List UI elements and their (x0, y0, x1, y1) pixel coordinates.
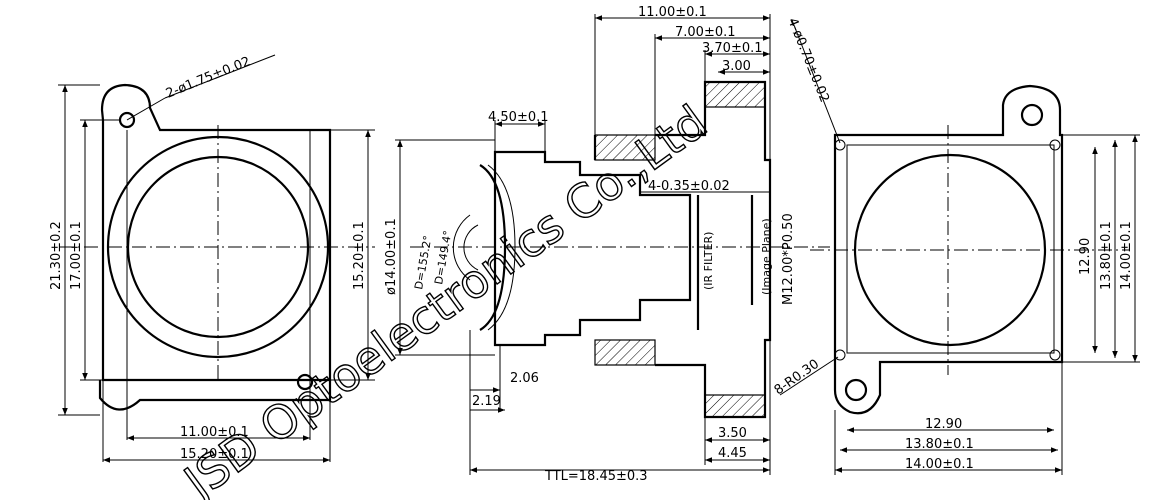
dim-diameter: ø14.00±0.1 (384, 218, 399, 295)
right-width-outer: 14.00±0.1 (905, 457, 974, 472)
left-hole-callout: 2-ø1.75±0.02 (164, 54, 253, 102)
left-height-right: 15.20±0.1 (352, 221, 367, 290)
dim-top-overall: 11.00±0.1 (638, 5, 707, 20)
holder-flange-top (704, 81, 766, 108)
left-height-outer: 21.30±0.2 (49, 221, 64, 290)
dim-top-tiny: 3.00 (722, 59, 751, 74)
right-mount-hole-bottom (844, 378, 868, 402)
left-height-inner: 17.00±0.1 (69, 221, 84, 290)
dim-206: 2.06 (510, 371, 539, 386)
thread-size: M12.00*P0.50 (781, 213, 796, 305)
right-height-mid: 13.80±0.1 (1099, 221, 1114, 290)
left-holder-bottom-ear (98, 380, 332, 411)
ir-filter-label: (IR FILTER) (702, 232, 715, 290)
dim-lens-flange: 4.50±0.1 (488, 110, 549, 125)
dim-350: 3.50 (718, 426, 747, 441)
image-plane-label: (Image Plane) (760, 218, 773, 295)
dim-top-mid: 7.00±0.1 (675, 25, 736, 40)
front-lens-dome (479, 164, 507, 331)
right-radius-callout: 8-R0.30 (772, 357, 822, 399)
right-view: 4-ø0.70±0.02 8-R0.30 12.90 13.80±0.1 14.… (772, 16, 1140, 475)
ttl-dimension: TTL=18.45±0.3 (544, 469, 648, 484)
right-height-inner: 12.90 (1078, 238, 1093, 275)
left-width-inner: 11.00±0.1 (180, 425, 249, 440)
dim-top-small: 3.70±0.1 (702, 41, 763, 56)
right-height-outer: 14.00±0.1 (1119, 221, 1134, 290)
right-width-inner: 12.90 (925, 417, 962, 432)
lens-barrel (493, 150, 692, 347)
thread-callout: 4-0.35±0.02 (648, 179, 730, 194)
holder-flange-bottom (704, 394, 766, 418)
dim-445: 4.45 (718, 446, 747, 461)
left-holder-outline (100, 83, 332, 382)
section-view: 11.00±0.1 7.00±0.1 3.70±0.1 3.00 4.50±0.… (384, 5, 830, 484)
right-mount-hole-top (1020, 103, 1044, 127)
right-width-mid: 13.80±0.1 (905, 437, 974, 452)
holder-section-bottom (594, 339, 656, 366)
right-hole-callout: 4-ø0.70±0.02 (784, 16, 832, 105)
left-width-outer: 15.20±0.1 (180, 447, 249, 462)
company-watermark: JSD Optoelectronics Co.,Ltd (172, 95, 716, 500)
left-mount-hole-bottom (296, 373, 314, 391)
dim-219: 2.19 (472, 394, 501, 409)
